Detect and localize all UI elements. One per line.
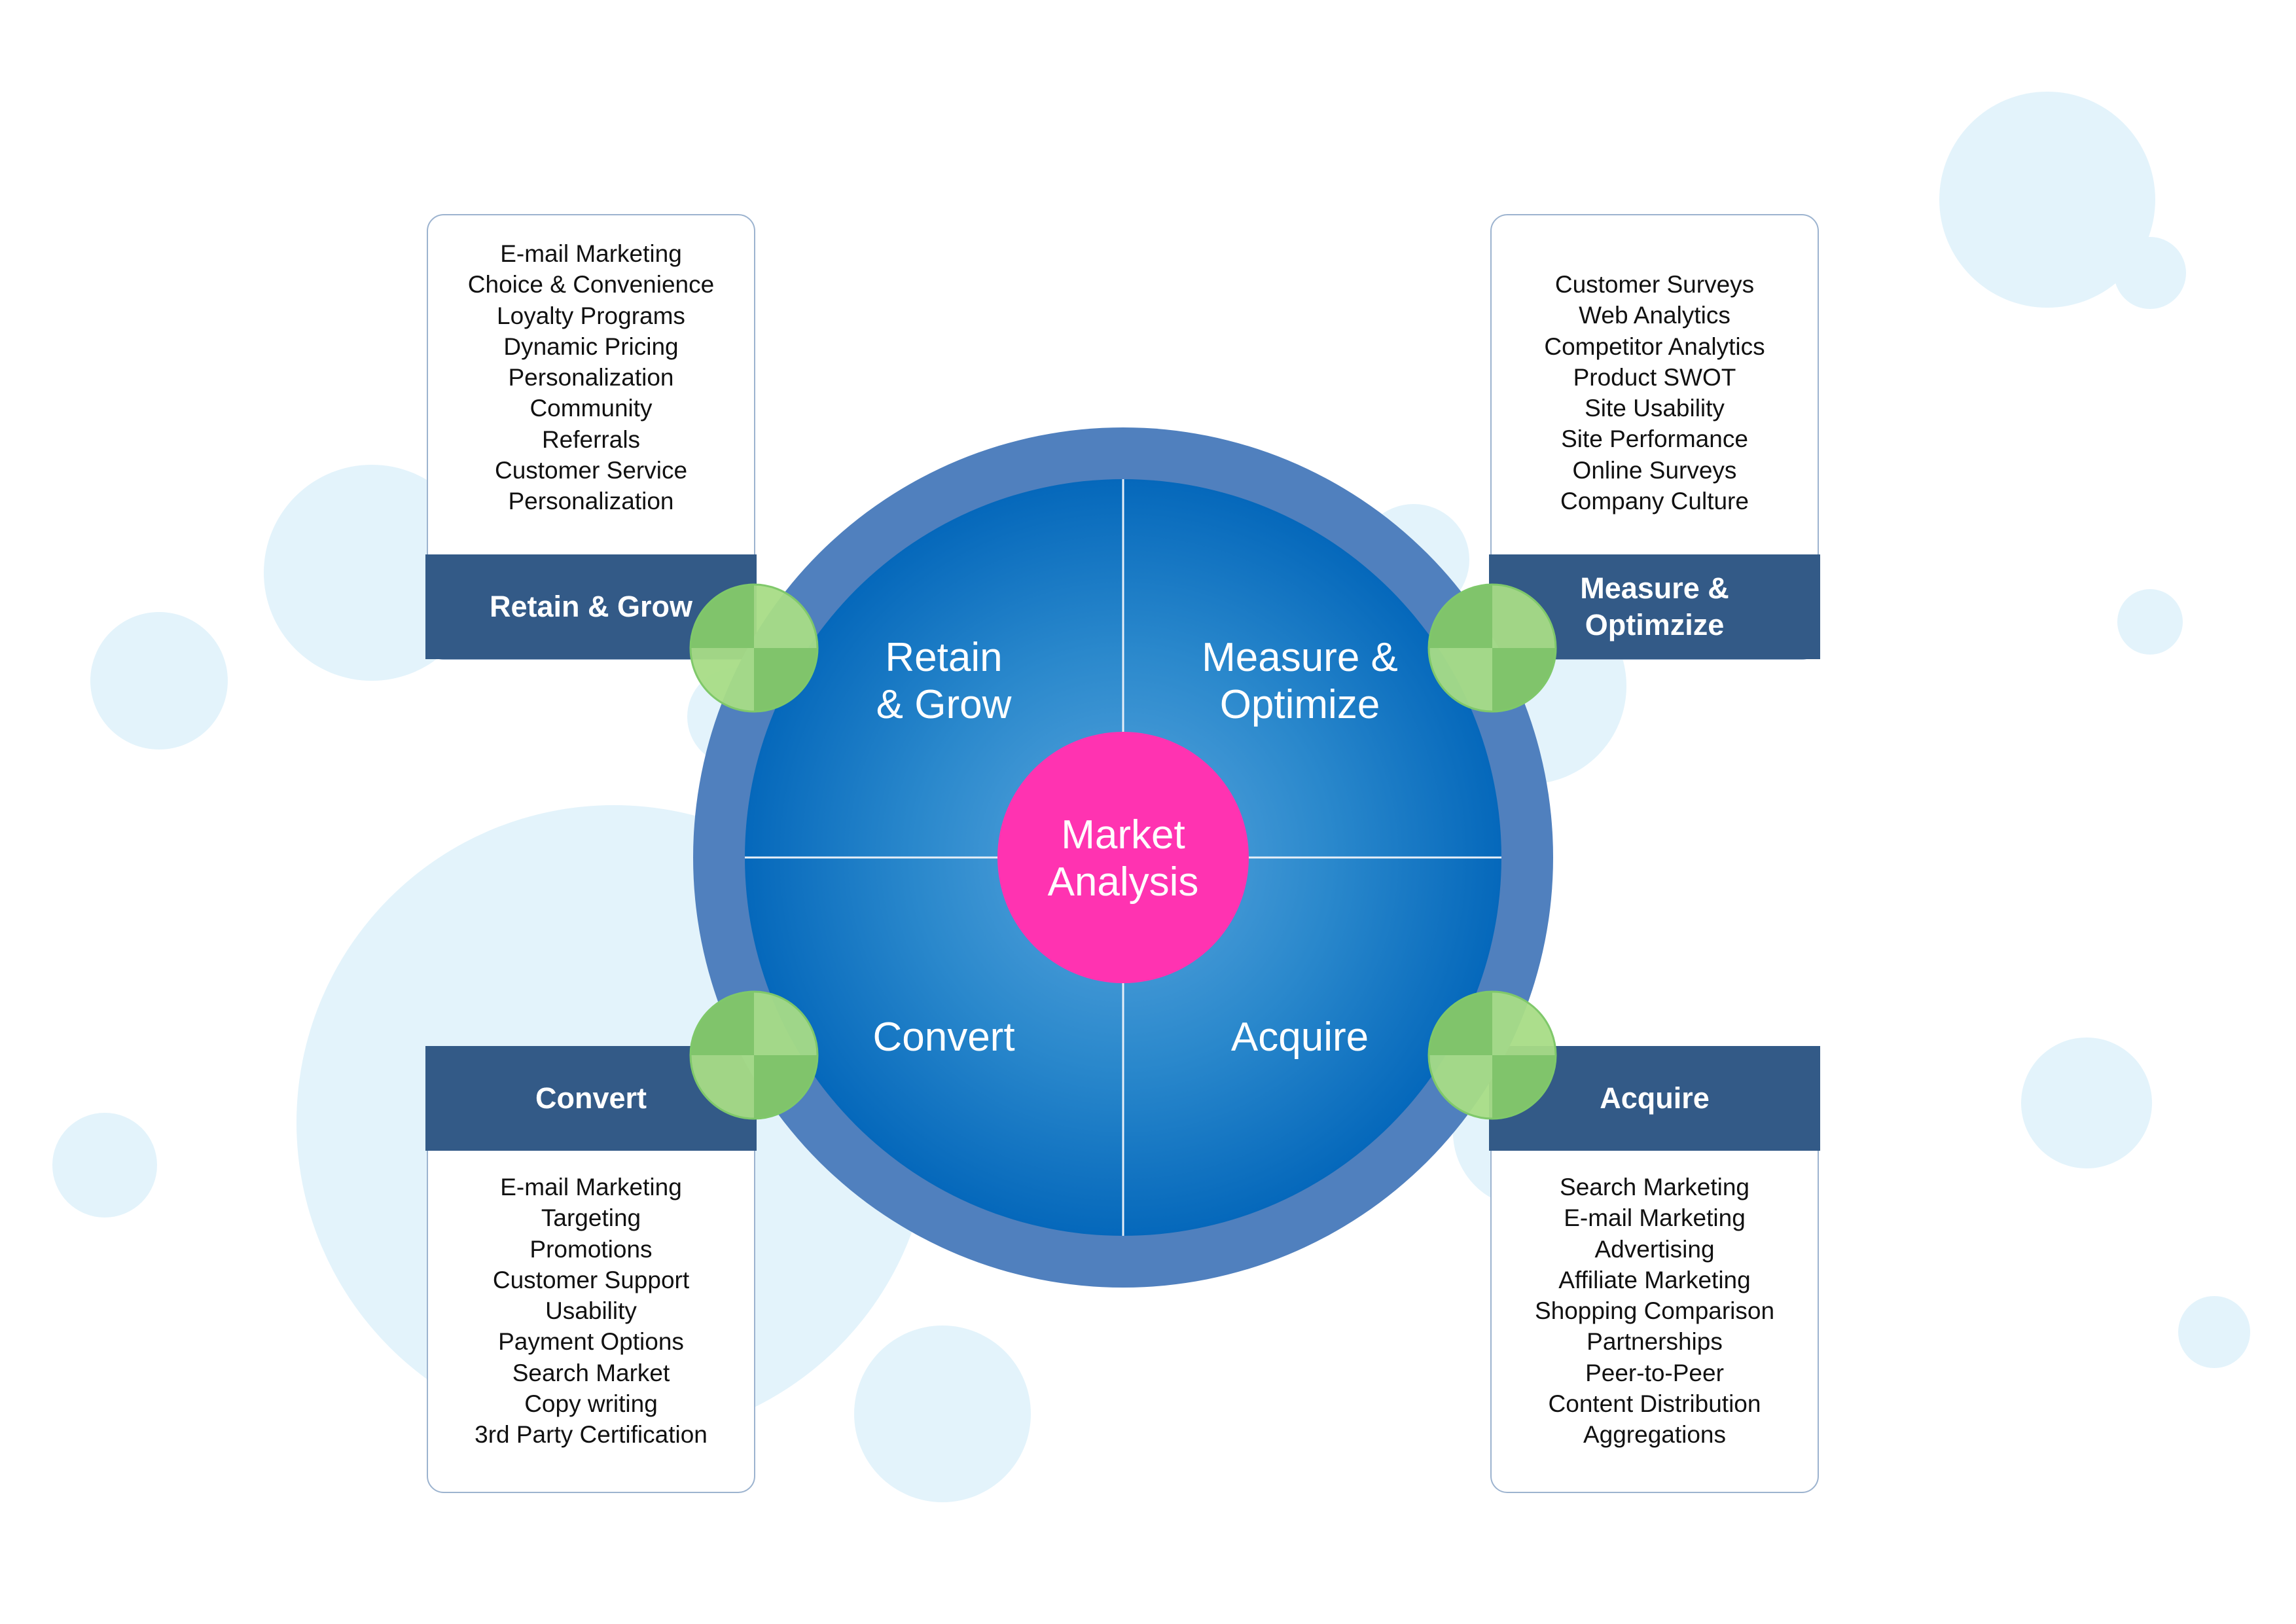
bubble: [52, 1113, 157, 1218]
list-item: Copy writing: [524, 1390, 658, 1418]
list-item: Targeting: [541, 1204, 641, 1232]
connector-convert: [689, 990, 819, 1120]
bubble: [1939, 92, 2155, 308]
list-item: Shopping Comparison: [1534, 1297, 1775, 1325]
quadrant-convert-label: Convert: [872, 1015, 1014, 1060]
connector-acquire: [1427, 990, 1557, 1120]
retain-items: E-mail Marketing Choice & Convenience Lo…: [428, 238, 754, 517]
list-item: Affiliate Marketing: [1558, 1266, 1751, 1293]
list-item: Product SWOT: [1573, 363, 1736, 391]
quadrant-retain-line2: & Grow: [876, 682, 1012, 727]
list-item: Content Distribution: [1548, 1390, 1761, 1418]
measure-title: Measure & Optimzize: [1580, 571, 1729, 641]
bubble: [2178, 1296, 2250, 1368]
connector-retain: [689, 583, 819, 713]
list-item: Payment Options: [498, 1328, 684, 1356]
list-item: E-mail Marketing: [500, 240, 682, 267]
list-item: Promotions: [529, 1235, 653, 1263]
list-item: Company Culture: [1560, 488, 1749, 515]
center-label-line2: Analysis: [1048, 859, 1199, 905]
acquire-panel: Search Marketing E-mail Marketing Advert…: [1490, 1047, 1819, 1493]
list-item: Personalization: [508, 488, 674, 515]
list-item: Site Performance: [1561, 425, 1748, 453]
list-item: Aggregations: [1583, 1421, 1727, 1449]
list-item: Loyalty Programs: [497, 302, 685, 329]
quadrant-measure-line1: Measure &: [1202, 635, 1398, 680]
convert-title: Convert: [535, 1081, 647, 1115]
list-item: Choice & Convenience: [467, 271, 715, 298]
list-item: Personalization: [508, 364, 674, 391]
list-item: Usability: [545, 1297, 637, 1325]
bubble: [854, 1326, 1031, 1502]
retain-title: Retain & Grow: [489, 590, 693, 623]
list-item: Search Marketing: [1560, 1174, 1749, 1200]
list-item: Customer Surveys: [1554, 271, 1755, 298]
list-item: E-mail Marketing: [500, 1174, 682, 1200]
list-item: Dynamic Pricing: [503, 333, 679, 360]
list-item: Peer-to-Peer: [1585, 1359, 1724, 1386]
list-item: Advertising: [1594, 1235, 1715, 1263]
list-item: E-mail Marketing: [1564, 1204, 1746, 1232]
center-label-line1: Market: [1061, 812, 1185, 857]
list-item: Referrals: [541, 425, 641, 453]
bubble: [90, 612, 228, 749]
measure-items: Customer Surveys Web Analytics Competito…: [1492, 269, 1818, 516]
list-item: Site Usability: [1585, 395, 1725, 422]
quadrant-retain-line1: Retain: [885, 635, 1002, 680]
list-item: Customer Support: [492, 1266, 690, 1293]
bubble: [2021, 1038, 2152, 1168]
acquire-title: Acquire: [1600, 1081, 1710, 1115]
connector-measure: [1427, 583, 1557, 713]
list-item: Online Surveys: [1572, 456, 1737, 484]
list-item: Competitor Analytics: [1544, 333, 1765, 360]
list-item: Search Market: [512, 1359, 670, 1386]
bubble: [2117, 589, 2183, 655]
quadrant-measure-line2: Optimize: [1220, 682, 1380, 727]
acquire-items: Search Marketing E-mail Marketing Advert…: [1492, 1172, 1818, 1451]
list-item: Community: [529, 395, 653, 422]
list-item: Partnerships: [1587, 1328, 1723, 1356]
list-item: Web Analytics: [1579, 302, 1731, 329]
list-item: Customer Service: [494, 457, 688, 484]
center-circle: [997, 732, 1249, 983]
bubble: [2114, 237, 2186, 309]
list-item: 3rd Party Certification: [475, 1421, 708, 1449]
convert-items: E-mail Marketing Targeting Promotions Cu…: [428, 1172, 754, 1451]
quadrant-acquire-label: Acquire: [1231, 1015, 1369, 1060]
